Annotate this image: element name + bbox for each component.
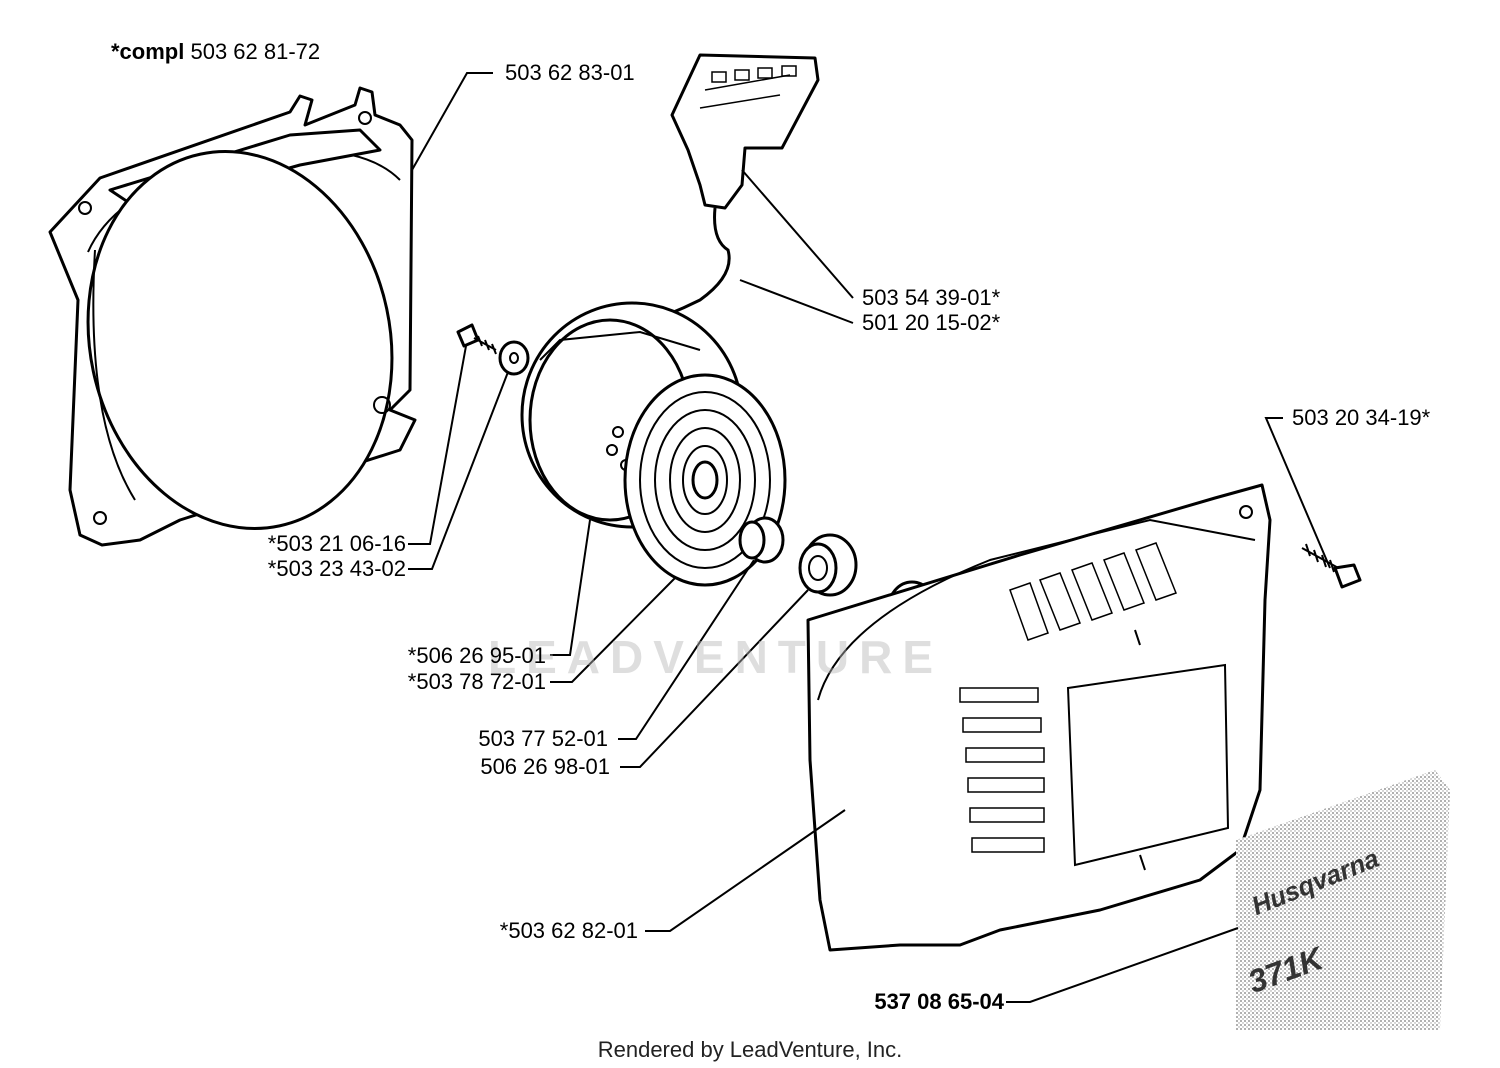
- leader-lines: [408, 72, 1331, 1003]
- bushing-label[interactable]: 503 77 52-01: [478, 726, 608, 751]
- pulley-label[interactable]: *506 26 95-01: [407, 643, 546, 668]
- watermark-text: LEADVENTURE: [488, 631, 944, 683]
- screw-left-part: [456, 323, 497, 355]
- compl-label[interactable]: *compl 503 62 81-72: [111, 41, 320, 63]
- screw-right-part: [1301, 543, 1362, 589]
- screw-left-label[interactable]: *503 21 06-16: [267, 531, 406, 556]
- handle-label[interactable]: 503 54 39-01*: [862, 285, 1001, 310]
- washer-part: [498, 340, 530, 376]
- fan-housing-part: [48, 86, 417, 547]
- decal-part: [1236, 770, 1450, 1030]
- bushing-part: [738, 516, 785, 564]
- footer-credit: Rendered by LeadVenture, Inc.: [597, 1037, 903, 1062]
- bearing-part: [798, 533, 858, 597]
- starter-cover-part: [806, 483, 1272, 952]
- rope-label[interactable]: 501 20 15-02*: [862, 310, 1001, 335]
- bearing-label[interactable]: 506 26 98-01: [480, 754, 610, 779]
- washer-label[interactable]: *503 23 43-02: [267, 556, 406, 581]
- compl-number: 503 62 81-72: [190, 39, 321, 64]
- compl-prefix: *compl: [111, 39, 185, 64]
- decal-label[interactable]: 537 08 65-04: [874, 989, 1004, 1014]
- fan-housing-label[interactable]: 503 62 83-01: [505, 60, 635, 85]
- cover-label[interactable]: *503 62 82-01: [499, 918, 638, 943]
- spring-label[interactable]: *503 78 72-01: [407, 669, 546, 694]
- starter-handle-part: [670, 53, 820, 210]
- screw-right-label[interactable]: 503 20 34-19*: [1292, 405, 1431, 430]
